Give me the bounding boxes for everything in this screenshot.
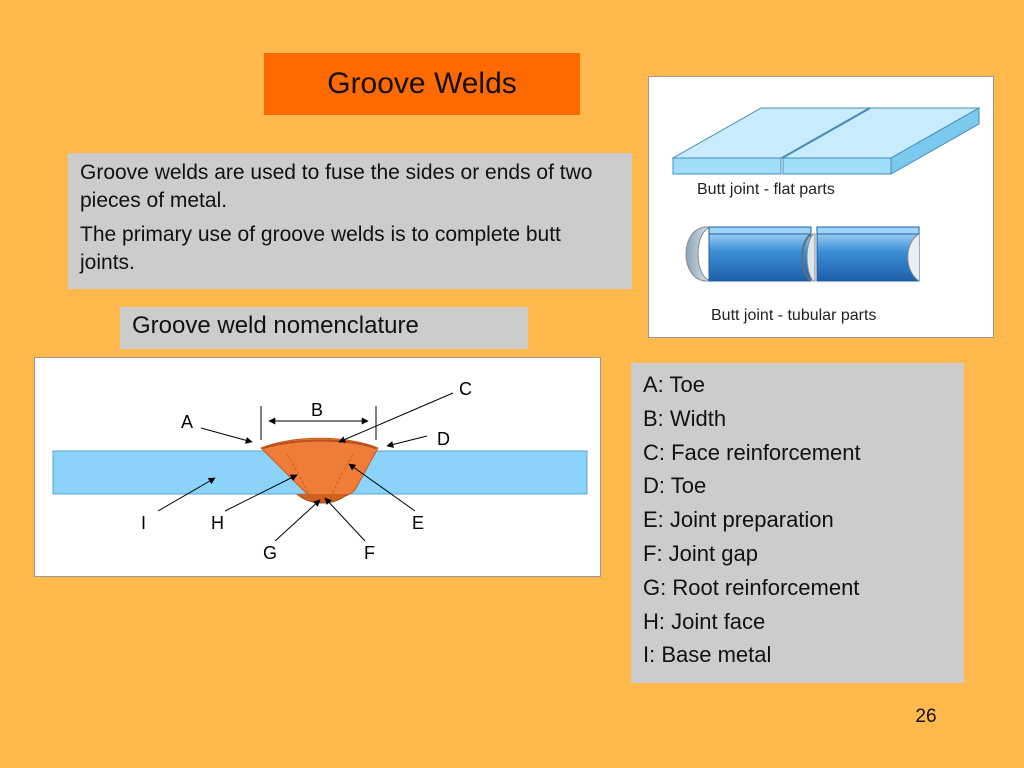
intro-text-box: Groove welds are used to fuse the sides … [68,153,632,289]
weld-bead [260,437,379,504]
legend-item-f: F: Joint gap [643,540,758,566]
nomenclature-heading: Groove weld nomenclature [132,312,419,339]
diagram-label-d: D [437,429,450,449]
diagram-label-h: H [211,513,224,533]
diagram-label-f: F [364,543,375,563]
legend-item-a: A: Toe [643,372,705,397]
butt-joint-illustration: Butt joint - flat parts Butt joint - tub… [671,107,981,324]
groove-weld-cross-section: A B C D E F G H I [52,379,588,563]
legend-item-i: I: Base metal [643,642,772,668]
diagram-label-b: B [311,400,323,420]
leader-a [200,427,253,444]
legend-item-h: H: Joint face [643,608,766,634]
legend-item-b: B: Width [643,405,727,431]
legend-item-c: C: Face reinforcement [643,439,861,465]
slide-title-box: Groove Welds [264,53,580,115]
slide-title: Groove Welds [327,67,517,100]
diagram-label-e: E [412,513,424,533]
nomenclature-legend: A: Toe B: Width C: Face reinforcement D:… [631,363,964,683]
butt-joint-figure: Butt joint - flat parts Butt joint - tub… [648,76,994,338]
leader-g [274,499,321,542]
flat-plates [671,107,981,175]
diagram-label-i: I [141,513,146,533]
legend-item-e: E: Joint preparation [643,507,834,533]
leader-i [157,477,216,512]
leader-d [386,435,428,448]
leader-c [338,392,454,443]
diagram-label-g: G [263,543,277,563]
intro-paragraph-2: The primary use of groove welds is to co… [80,223,561,274]
diagram-label-c: C [459,379,472,399]
page-number: 26 [915,706,937,727]
leader-e [348,463,416,512]
legend-item-d: D: Toe [643,473,707,499]
intro-paragraph-1: Groove welds are used to fuse the sides … [80,161,593,212]
diagram-label-a: A [181,412,193,432]
groove-weld-diagram: A B C D E F G H I [34,357,601,577]
tubular-pipes [685,226,920,282]
tubular-joint-caption: Butt joint - tubular parts [711,307,876,324]
flat-joint-caption: Butt joint - flat parts [697,181,835,198]
legend-item-g: G: Root reinforcement [643,574,860,600]
nomenclature-heading-box: Groove weld nomenclature [120,307,528,349]
leader-h [224,474,298,512]
leader-f [324,497,366,542]
